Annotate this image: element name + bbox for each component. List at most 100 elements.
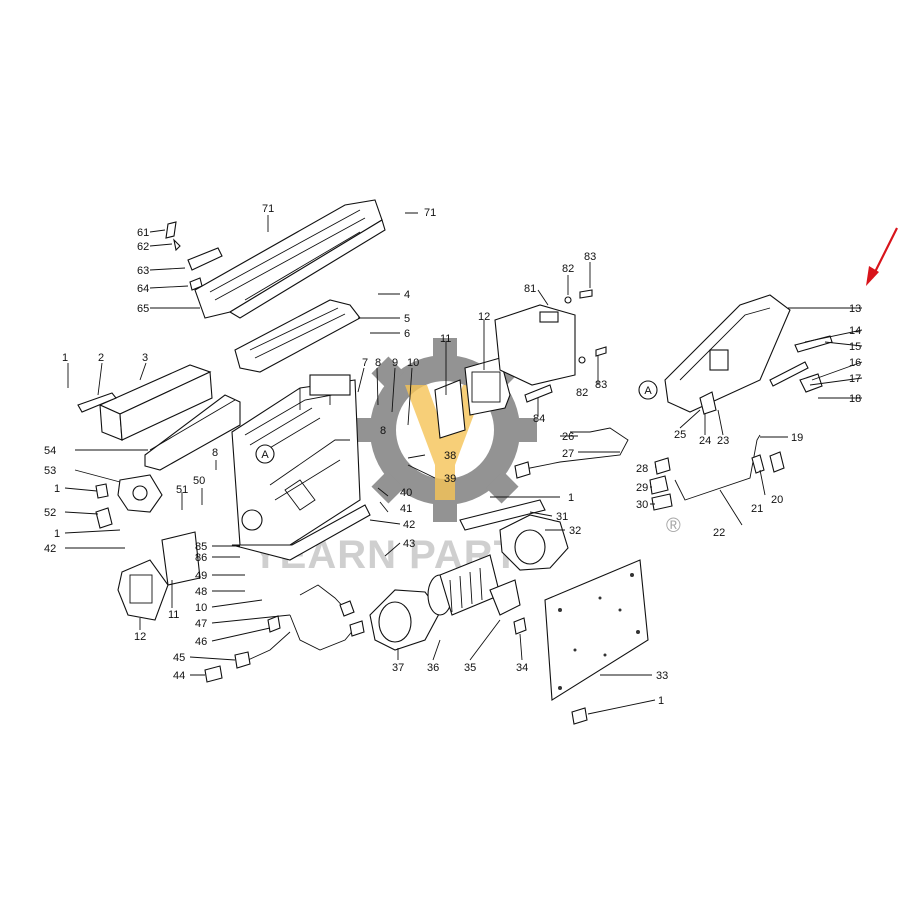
- label-8: 8: [375, 357, 381, 369]
- wire-harness: [204, 584, 365, 683]
- label-24: 24: [699, 435, 711, 447]
- label-49: 49: [195, 570, 207, 582]
- label-10: 10: [195, 602, 207, 614]
- label-85: 85: [195, 541, 207, 553]
- label-52: 52: [44, 507, 56, 519]
- label-12: 12: [134, 631, 146, 643]
- bracket-81: [494, 304, 576, 386]
- top-duct-cover: [194, 199, 386, 319]
- control-panel-13: [664, 294, 833, 415]
- label-62: 62: [137, 241, 149, 253]
- label-22: 22: [713, 527, 725, 539]
- label-21: 21: [751, 503, 763, 515]
- label-17: 17: [849, 373, 861, 385]
- strip-84: [524, 384, 553, 403]
- svg-text:A: A: [644, 385, 652, 397]
- label-83: 83: [595, 379, 607, 391]
- label-44: 44: [173, 670, 185, 682]
- label-6: 6: [404, 328, 410, 340]
- label-81: 81: [524, 283, 536, 295]
- main-heater-housing: [231, 374, 371, 561]
- label-1: 1: [658, 695, 664, 707]
- label-19: 19: [791, 432, 803, 444]
- registered-mark: ®: [666, 515, 681, 537]
- label-23: 23: [717, 435, 729, 447]
- screw-1-bottom: [571, 707, 588, 725]
- lower-duct: [234, 299, 361, 373]
- label-46: 46: [195, 636, 207, 648]
- label-86: 86: [195, 552, 207, 564]
- label-1: 1: [54, 483, 60, 495]
- label-25: 25: [674, 429, 686, 441]
- label-53: 53: [44, 465, 56, 477]
- svg-text:A: A: [261, 449, 269, 461]
- screws-82-83: [564, 289, 607, 364]
- label-2: 2: [98, 352, 104, 364]
- label-50: 50: [193, 475, 205, 487]
- filter-11-lower: [161, 531, 201, 586]
- label-71: 71: [424, 207, 436, 219]
- label-1: 1: [62, 352, 68, 364]
- label-38: 38: [444, 450, 456, 462]
- label-33: 33: [656, 670, 668, 682]
- heater-core-12: [434, 357, 511, 439]
- label-8: 8: [212, 447, 218, 459]
- red-indicator-arrow: [866, 227, 898, 286]
- label-15: 15: [849, 341, 861, 353]
- label-1: 1: [54, 528, 60, 540]
- label-65: 65: [137, 303, 149, 315]
- label-5: 5: [404, 313, 410, 325]
- label-8: 8: [380, 425, 386, 437]
- label-54: 54: [44, 445, 56, 457]
- label-64: 64: [137, 283, 149, 295]
- actuator-53: [95, 474, 163, 529]
- label-29: 29: [636, 482, 648, 494]
- filter-frame: [77, 364, 241, 471]
- callout-a-left: A: [255, 444, 275, 464]
- small-parts-61-64: [165, 221, 223, 291]
- label-13: 13: [849, 303, 861, 315]
- label-11: 11: [168, 609, 179, 621]
- small-parts-28-30: [649, 457, 673, 511]
- label-27: 27: [562, 448, 574, 460]
- label-35: 35: [464, 662, 476, 674]
- control-cable: [674, 434, 785, 501]
- label-7: 7: [362, 357, 368, 369]
- label-18: 18: [849, 393, 861, 405]
- label-14: 14: [849, 325, 861, 337]
- label-3: 3: [142, 352, 148, 364]
- label-45: 45: [173, 652, 185, 664]
- label-4: 4: [404, 289, 410, 301]
- label-1: 1: [568, 492, 574, 504]
- label-32: 32: [569, 525, 581, 537]
- label-47: 47: [195, 618, 207, 630]
- label-26: 26: [562, 431, 574, 443]
- callout-a-right: A: [638, 380, 658, 400]
- label-63: 63: [137, 265, 149, 277]
- label-42: 42: [44, 543, 56, 555]
- leader-lines: [64, 212, 863, 715]
- label-48: 48: [195, 586, 207, 598]
- label-82: 82: [562, 263, 574, 275]
- label-16: 16: [849, 357, 861, 369]
- blower-assembly: [369, 499, 569, 651]
- label-12: 12: [478, 311, 490, 323]
- label-31: 31: [556, 511, 568, 523]
- screw-34: [513, 617, 527, 635]
- part-number-labels: 71 71 61 62 63 64 65 4 5 6 7 8 9 10 11 1…: [44, 203, 861, 707]
- label-28: 28: [636, 463, 648, 475]
- label-71: 71: [262, 203, 274, 215]
- label-51: 51: [176, 484, 188, 496]
- label-11: 11: [440, 333, 451, 345]
- label-41: 41: [400, 503, 412, 515]
- label-84: 84: [533, 413, 545, 425]
- label-83: 83: [584, 251, 596, 263]
- label-10: 10: [407, 357, 419, 369]
- label-61: 61: [137, 227, 149, 239]
- label-82: 82: [576, 387, 588, 399]
- label-39: 39: [444, 473, 456, 485]
- label-30: 30: [636, 499, 648, 511]
- label-42: 42: [403, 519, 415, 531]
- label-34: 34: [516, 662, 528, 674]
